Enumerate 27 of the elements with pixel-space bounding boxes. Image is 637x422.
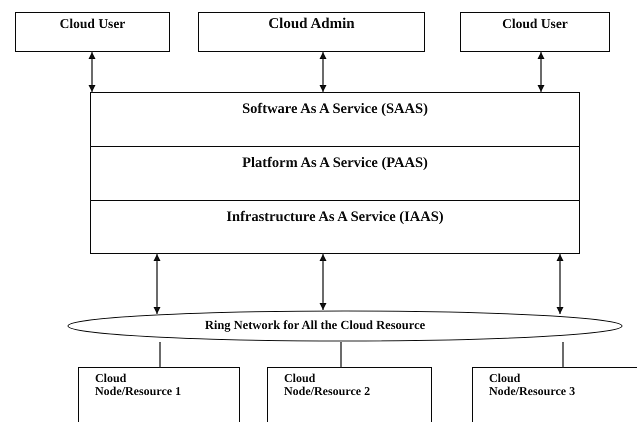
node-label: Cloud Node/Resource 3 [489, 372, 576, 398]
resource-box [472, 367, 637, 422]
double-arrow [154, 254, 160, 314]
resource-box [267, 367, 432, 422]
double-arrow [538, 52, 544, 92]
connector-line [159, 342, 161, 367]
double-arrow [320, 52, 326, 92]
node-label: Cloud User [58, 16, 126, 32]
resource-box [78, 367, 240, 422]
network-ellipse [67, 310, 623, 342]
double-arrow [556, 254, 564, 314]
actor-box [460, 12, 610, 52]
connector-line [562, 342, 564, 367]
platform-box [90, 92, 580, 254]
node-label: Infrastructure As A Service (IAAS) [225, 209, 445, 226]
node-label: Cloud Admin [267, 16, 356, 33]
double-arrow [88, 52, 96, 92]
node-label: Software As A Service (SAAS) [241, 101, 429, 118]
node-label: Platform As A Service (PAAS) [241, 155, 429, 172]
actor-box [15, 12, 170, 52]
connector-line [340, 342, 342, 367]
node-label: Ring Network for All the Cloud Resource [204, 318, 426, 333]
double-arrow [320, 254, 326, 310]
node-label: Cloud User [501, 16, 569, 32]
node-label: Cloud Node/Resource 1 [95, 372, 182, 398]
actor-box [198, 12, 425, 52]
node-label: Cloud Node/Resource 2 [284, 372, 372, 398]
